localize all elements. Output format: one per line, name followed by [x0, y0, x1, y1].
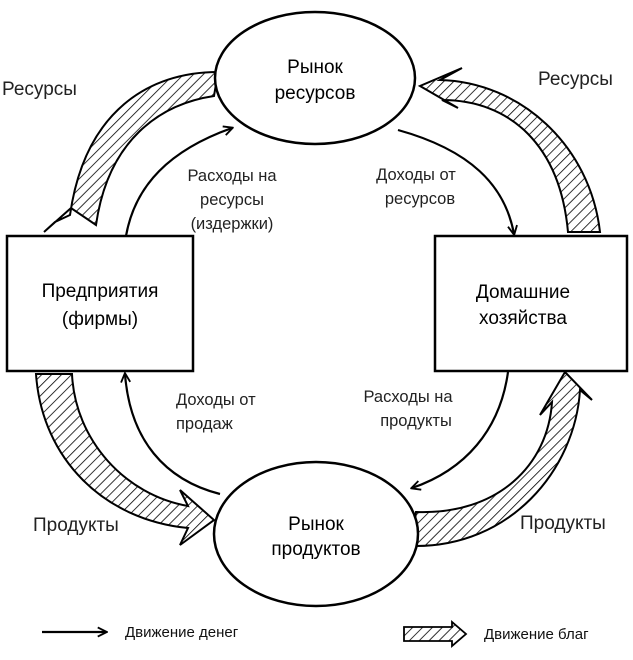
label-resource-costs: Расходы на ресурсы (издержки) [187, 167, 277, 233]
goods-flow-resources-left [43, 70, 220, 233]
money-flow-product-spending [412, 371, 510, 488]
resource-market-line1: Рынок [287, 57, 343, 78]
label-products-left: Продукты [33, 515, 119, 536]
legend-money-label: Движение денег [125, 624, 239, 641]
legend-money: Движение денег [42, 624, 239, 641]
svg-text:продаж: продаж [176, 415, 233, 433]
label-product-spending: Расходы на продукты [363, 388, 453, 430]
svg-text:Расходы на: Расходы на [187, 167, 277, 185]
svg-text:ресурсы: ресурсы [200, 191, 264, 209]
product-market-line1: Рынок [288, 514, 344, 535]
resource-market-line2: ресурсов [275, 83, 356, 104]
node-households: Домашние хозяйства [433, 234, 629, 373]
node-resource-market: Рынок ресурсов [213, 10, 417, 146]
households-line1: Домашние [476, 282, 570, 303]
goods-flow-products-right [410, 370, 593, 548]
node-firms: Предприятия (фирмы) [5, 234, 195, 373]
households-line2: хозяйства [479, 308, 567, 329]
svg-text:продукты: продукты [380, 412, 452, 430]
firms-line1: Предприятия [42, 281, 159, 302]
label-resources-left: Ресурсы [2, 79, 77, 100]
money-flow-resource-income [397, 128, 514, 234]
svg-text:Доходы от: Доходы от [376, 166, 456, 184]
svg-text:Расходы на: Расходы на [363, 388, 453, 406]
label-resources-right: Ресурсы [538, 69, 613, 90]
svg-text:Доходы от: Доходы от [176, 391, 256, 409]
legend-goods-arrow-icon [403, 620, 468, 648]
svg-text:(издержки): (издержки) [191, 215, 274, 233]
label-products-right: Продукты [520, 513, 606, 534]
label-sales-income: Доходы от продаж [176, 391, 256, 433]
legend-goods-label: Движение благ [484, 626, 589, 643]
goods-flow-products-left [34, 373, 216, 546]
money-flow-resource-costs [124, 128, 232, 237]
legend-goods: Движение благ [403, 620, 589, 648]
product-market-line2: продуктов [271, 539, 360, 560]
node-product-market: Рынок продуктов [212, 460, 420, 608]
goods-flow-resources-right [417, 67, 602, 233]
money-flow-sales-income [125, 374, 221, 496]
label-resource-income: Доходы от ресурсов [376, 166, 456, 208]
firms-line2: (фирмы) [62, 309, 138, 330]
svg-text:ресурсов: ресурсов [385, 190, 455, 208]
